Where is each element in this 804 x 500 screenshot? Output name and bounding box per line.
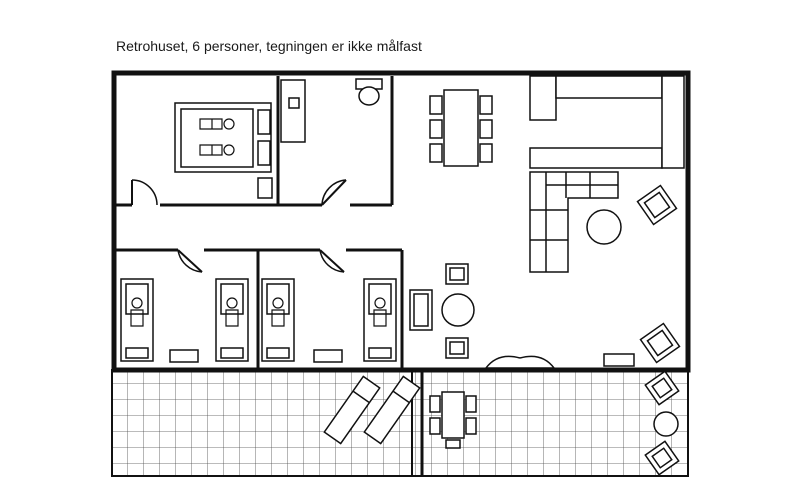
sink-counter [280, 79, 306, 143]
kitchen-counter [555, 75, 663, 99]
bedroom-2 [261, 278, 397, 363]
pillow [125, 347, 149, 359]
terrace-furniture [429, 370, 680, 476]
pillow [368, 347, 392, 359]
plan-title: Retrohuset, 6 personer, tegningen er ikk… [116, 38, 422, 54]
person-icon [130, 297, 239, 327]
chair [445, 439, 461, 449]
bedroom-1 [120, 278, 249, 363]
corner-sofa [529, 171, 619, 273]
side-table [603, 353, 635, 367]
person-icon [271, 297, 387, 327]
armchair [636, 184, 678, 226]
chair [409, 289, 433, 331]
pillow [220, 347, 244, 359]
bathroom [280, 78, 383, 143]
nightstand [257, 140, 271, 166]
chair [429, 143, 443, 163]
kitchen-counter [529, 75, 557, 121]
person-icon [199, 118, 235, 156]
chair [479, 119, 493, 139]
kitchen-counter [529, 147, 663, 169]
nightstand [169, 349, 199, 363]
chair [429, 417, 441, 435]
entrance-door [485, 355, 555, 369]
chair [465, 417, 477, 435]
chair [465, 395, 477, 413]
sun-lounger [323, 375, 421, 445]
nightstand [313, 349, 343, 363]
living-kitchen [409, 75, 685, 369]
round-table [653, 411, 679, 437]
chair [445, 263, 469, 285]
doors [131, 179, 347, 273]
chair [445, 337, 469, 359]
nightstand [257, 177, 273, 199]
toilet-icon [355, 78, 383, 106]
coffee-table [586, 209, 622, 245]
nightstand [257, 109, 271, 135]
chair [429, 395, 441, 413]
armchair [644, 370, 680, 406]
terrace-table [441, 391, 465, 439]
armchair [644, 440, 680, 476]
dining-table [443, 89, 479, 167]
round-table [441, 293, 475, 327]
chair [429, 95, 443, 115]
kitchen-counter [661, 75, 685, 169]
pillow [266, 347, 290, 359]
chair [479, 143, 493, 163]
chair [429, 119, 443, 139]
armchair [639, 322, 681, 364]
double-bedroom [174, 102, 273, 199]
double-bed [174, 102, 272, 173]
chair [479, 95, 493, 115]
interior-walls [114, 76, 404, 370]
